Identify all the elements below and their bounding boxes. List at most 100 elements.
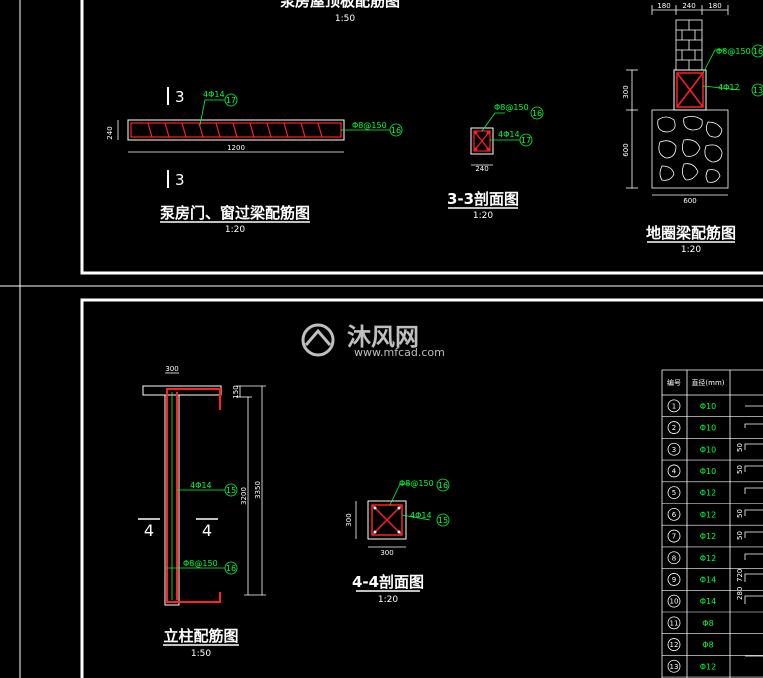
ground-beam-scale: 1:20 — [681, 245, 701, 255]
row-diameter: Φ10 — [700, 467, 716, 476]
row-number: 4 — [672, 467, 677, 475]
beam-height-dim: 240 — [106, 126, 114, 139]
rebar-table-header-dia: 直径(mm) — [691, 378, 724, 387]
row-number-circle — [667, 507, 681, 521]
table-row: 7 Φ12 — [667, 529, 716, 543]
ground-beam-width-dim: 600 — [683, 197, 696, 205]
row-number: 7 — [672, 533, 676, 541]
table-row: 4 Φ10 — [667, 464, 716, 478]
ground-beam-dim-beam: 300 — [622, 85, 630, 98]
ground-beam-stirrup-label: Φ8@150 — [716, 47, 751, 56]
row-number: 9 — [672, 576, 676, 584]
beam-stirrup-label: Φ8@150 — [352, 121, 387, 130]
row-number: 13 — [670, 663, 679, 671]
table-row: 9 Φ14 — [667, 573, 716, 586]
row-number-circle — [667, 594, 681, 608]
beam-length-dim: 1200 — [227, 144, 245, 152]
section-4-4: Φ8@150 16 4Φ14 15 300 300 4-4剖面图 1:20 — [345, 478, 450, 605]
section-3-scale: 1:20 — [473, 211, 493, 221]
section-4-bars-label: 4Φ14 — [410, 511, 432, 520]
row-number: 1 — [672, 402, 676, 410]
row-number-circle — [667, 638, 681, 651]
column-dim-small: 150 — [232, 385, 240, 398]
row-diameter: Φ10 — [700, 445, 716, 454]
row-diameter: Φ8 — [702, 641, 713, 650]
section-4-stirrup-no: 16 — [438, 481, 448, 490]
section-3-3: Φ8@150 16 4Φ14 17 240 3-3剖面图 1:20 — [447, 103, 544, 221]
top-partial-scale: 1:50 — [335, 14, 355, 24]
section-4-rebar — [371, 504, 403, 536]
column-bars-no: 15 — [226, 486, 236, 495]
beam-section-mark-bottom: 3 — [175, 171, 185, 189]
row-number: 6 — [672, 511, 677, 519]
beam-leaders — [199, 93, 403, 137]
section-4-stirrup-label: Φ8@150 — [399, 479, 434, 488]
section-4-height-dim: 300 — [345, 513, 353, 526]
rebar-shape-dim-5: 720 — [736, 569, 744, 582]
row-number-circle — [667, 399, 681, 413]
top-partial-title-text: 泵房屋顶板配筋图 — [280, 0, 400, 10]
ground-beam-bars-label: 4Φ12 — [718, 83, 740, 92]
column-detail-scale: 1:50 — [191, 649, 211, 659]
ground-beam-title: 地圈梁配筋图 — [646, 224, 736, 242]
beam-stirrup-no: 16 — [391, 126, 401, 135]
watermark-url: www.mfcad.com — [354, 346, 445, 359]
rebar-shape-sketches — [744, 405, 763, 657]
row-number-circle — [667, 421, 681, 434]
ground-beam-rebar — [676, 72, 704, 108]
row-number: 12 — [670, 641, 679, 649]
row-diameter: Φ12 — [700, 532, 716, 541]
column-section-mark-right: 4 — [202, 521, 212, 540]
row-number: 8 — [672, 554, 676, 562]
row-diameter: Φ12 — [700, 554, 716, 563]
beam-dimensions — [117, 120, 344, 153]
row-number-circle — [667, 486, 681, 500]
column-section-mark-left: 4 — [144, 521, 154, 540]
section-4-scale: 1:20 — [378, 595, 398, 605]
beam-stirrups — [130, 122, 342, 138]
ground-beam-top-dim-3: 180 — [708, 2, 721, 10]
ground-beam-dim-found: 600 — [622, 143, 630, 156]
row-number-circle — [667, 659, 681, 673]
ground-beam-bars-no: 13 — [753, 86, 763, 95]
row-number-circle — [667, 551, 681, 565]
rebar-shape-dim-2: 50 — [736, 465, 744, 474]
row-diameter: Φ12 — [700, 662, 716, 671]
top-partial-title: 泵房屋顶板配筋图 1:50 — [280, 0, 400, 24]
row-number: 11 — [670, 619, 679, 627]
ground-beam-top-dim-2: 240 — [682, 2, 695, 10]
section-4-outline — [367, 500, 407, 540]
section-4-width-dim: 300 — [380, 549, 393, 557]
rebar-table-grid — [661, 369, 763, 678]
section-3-width-dim: 240 — [475, 165, 488, 173]
watermark-logo-icon — [301, 323, 335, 357]
section-4-bars-no: 15 — [438, 516, 448, 525]
table-row: 13 Φ12 — [667, 659, 716, 673]
rebar-shape-dim-3: 50 — [736, 509, 744, 518]
row-diameter: Φ12 — [700, 489, 716, 498]
row-number-circle — [667, 442, 681, 456]
table-row: 12 Φ8 — [667, 638, 714, 651]
row-diameter: Φ10 — [700, 424, 716, 433]
column-stirrup-label: Φ8@150 — [183, 559, 218, 568]
row-number-circle — [667, 529, 681, 543]
section-3-stirrup-label: Φ8@150 — [494, 103, 529, 112]
ground-beam-top-dim-1: 180 — [657, 2, 670, 10]
column-dim-inner: 3200 — [240, 487, 248, 505]
column-detail: 300 150 3200 3350 4 4 4Φ14 15 Φ8@150 16 … — [138, 365, 266, 659]
beam-detail-title: 泵房门、窗过梁配筋图 — [160, 204, 310, 222]
beam-detail: 3 3 240 1200 4Φ14 17 Φ8@150 16 泵房门、窗过梁配筋… — [106, 87, 403, 235]
column-bars-label: 4Φ14 — [190, 481, 212, 490]
rebar-table-header-no: 编号 — [667, 378, 681, 387]
section-3-bars-no: 17 — [521, 136, 531, 145]
row-diameter: Φ14 — [700, 575, 716, 584]
section-3-bars-label: 4Φ14 — [498, 130, 520, 139]
